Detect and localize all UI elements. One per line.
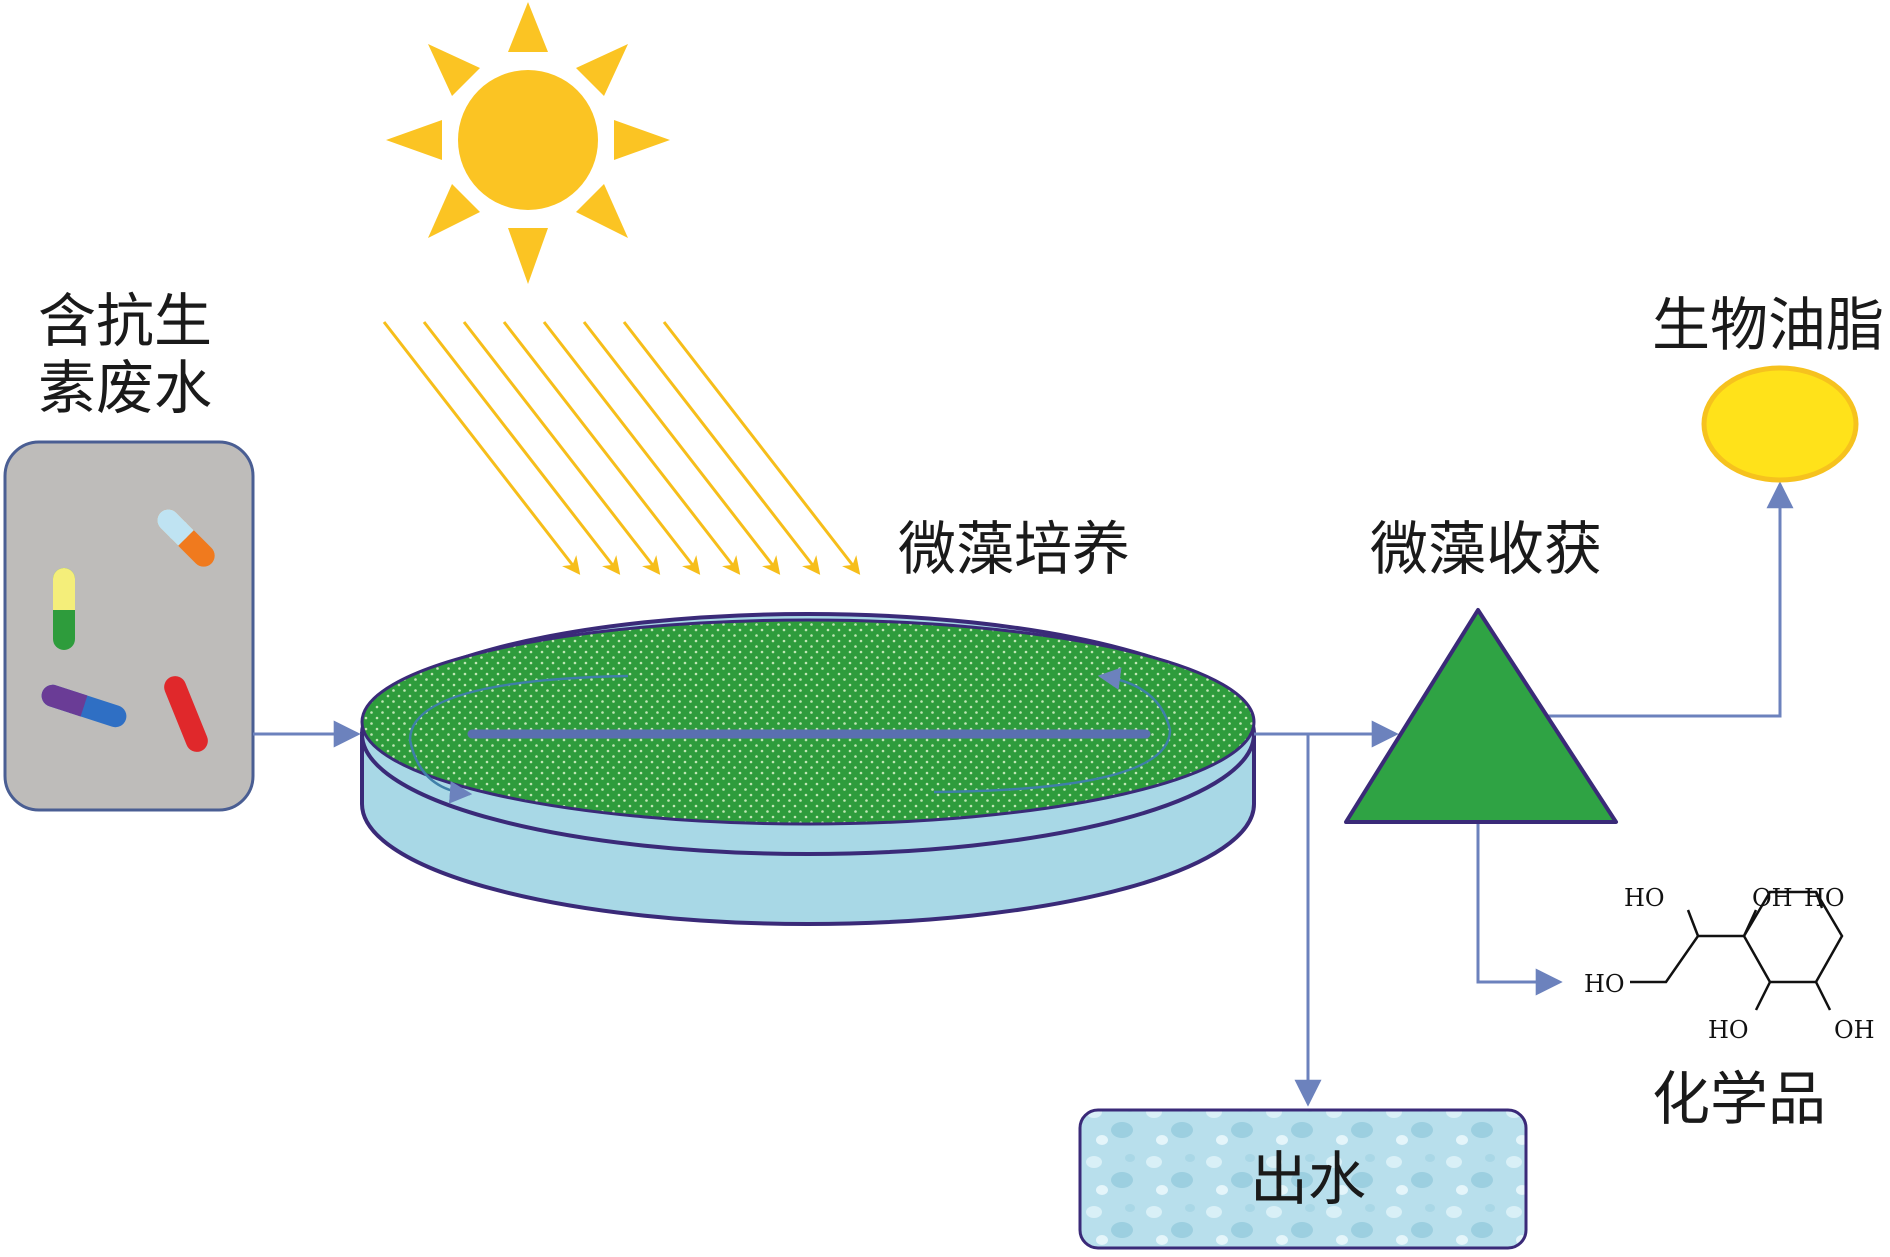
label-wastewater-line2: 素废水 [38, 353, 213, 422]
label-wastewater-line1: 含抗生 [38, 287, 213, 355]
molecule-atom: HO [1804, 884, 1845, 912]
light-rays [382, 321, 861, 575]
molecule-atom: HO [1708, 1016, 1749, 1044]
label-cultivation: 微藻培养 [898, 515, 1131, 583]
flow-arrows [253, 481, 1794, 1107]
label-harvest: 微藻收获 [1370, 515, 1603, 583]
label-effluent: 出水 [1250, 1145, 1367, 1213]
molecule-atom: OH [1752, 884, 1793, 912]
oil-drop-icon [1701, 365, 1859, 483]
molecule-icon [1630, 890, 1844, 1011]
capsule-icon [164, 676, 208, 752]
wastewater-tank [3, 440, 255, 812]
capsule-icon [53, 568, 75, 650]
effluent-tank [1078, 1108, 1528, 1250]
algae-pond [360, 612, 1256, 926]
capsule-icon [157, 509, 215, 567]
capsule-icon [41, 684, 127, 728]
molecule-atom: OH [1834, 1016, 1875, 1044]
molecule-atom: HO [1584, 970, 1625, 998]
triangle-harvest-icon [1344, 608, 1618, 824]
label-chemicals: 化学品 [1652, 1065, 1827, 1133]
label-wastewater: 含抗生 素废水 [38, 288, 212, 421]
molecule-atom: HO [1624, 884, 1665, 912]
label-bio-oil: 生物油脂 [1652, 291, 1885, 359]
sun-icon [386, 2, 670, 284]
